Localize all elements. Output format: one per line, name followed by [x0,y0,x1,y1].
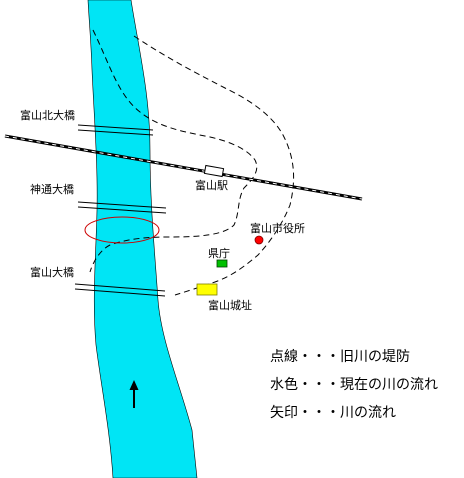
bridge-jinzu [77,201,167,214]
city-hall-label: 富山市役所 [250,221,305,235]
old-bank-outer [133,35,295,296]
station-label: 富山駅 [195,178,228,192]
current-river [87,0,198,478]
legend-item-dotted-line: 点線・・・旧川の堤防 [270,349,410,365]
bridge-label-jinzu: 神通大橋 [30,182,74,196]
old-river-banks [89,29,295,296]
castle-ruins-marker [196,283,218,296]
bridge-toyama [74,283,166,297]
old-bank-inner [89,29,258,273]
bridge-label-toyama-kita: 富山北大橋 [20,108,75,122]
up-arrow-icon [129,380,139,408]
castle-ruins-label: 富山城址 [208,298,252,312]
bridge-toyama-kita [77,124,154,136]
prefectural-office-label: 県庁 [208,246,230,260]
bridge-label-toyama: 富山大橋 [30,265,74,279]
legend-item-arrow: 矢印・・・川の流れ [270,405,396,421]
prefectural-office-marker [216,259,228,268]
highlight-ellipse [84,216,160,244]
legend-item-light-blue: 水色・・・現在の川の流れ [270,377,438,393]
city-hall-marker [254,235,264,245]
station-box [203,164,225,178]
railway [4,134,363,201]
